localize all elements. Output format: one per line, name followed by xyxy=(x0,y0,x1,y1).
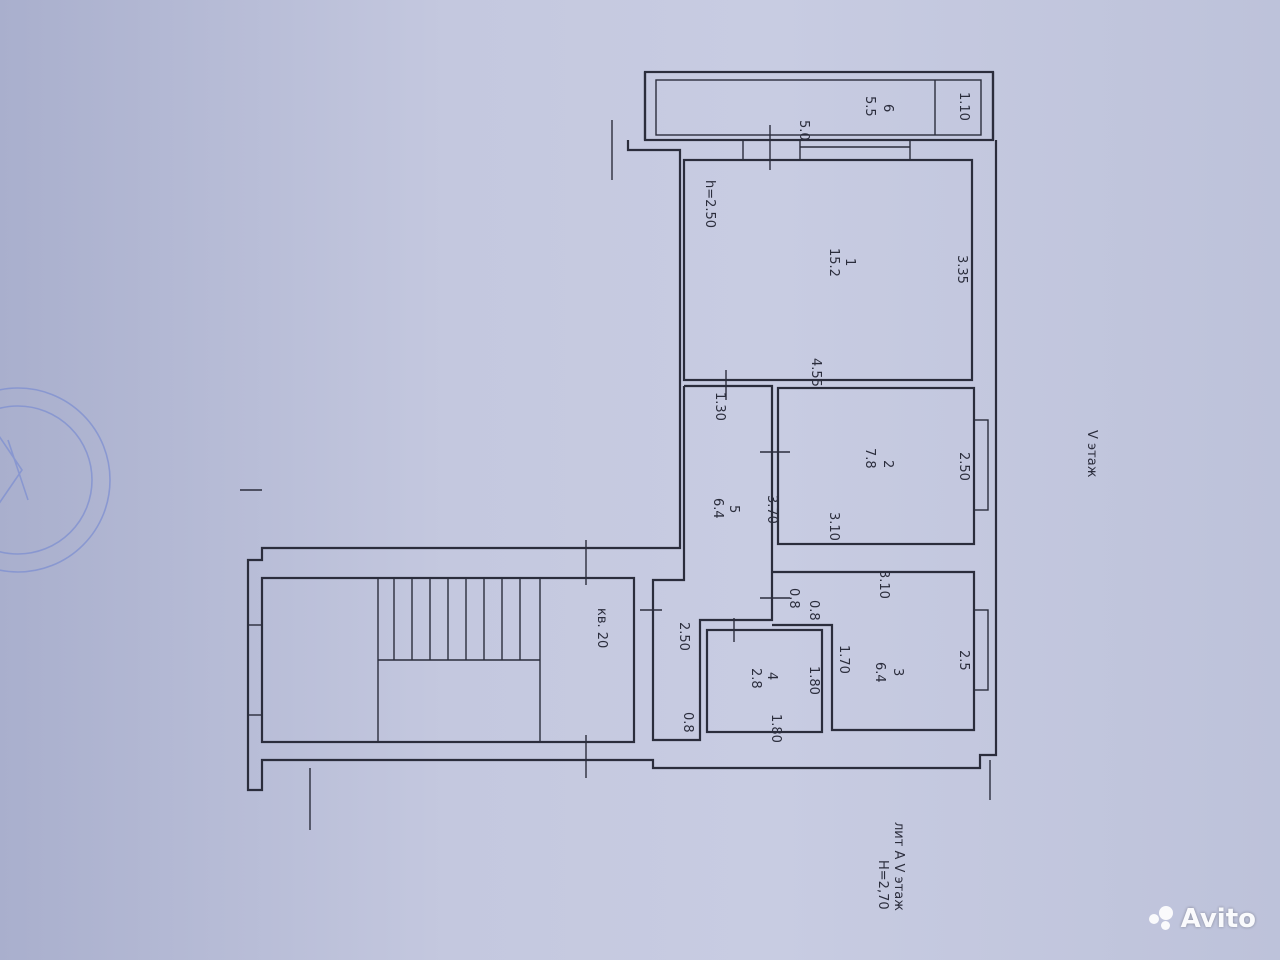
room-4-depth: 1.80 xyxy=(806,666,821,695)
room-5-number: 5 xyxy=(726,505,741,513)
niche-a: 0.8 xyxy=(786,588,801,609)
room-6-depth: 1.10 xyxy=(956,92,971,121)
room-1-area: 15.2 xyxy=(826,248,841,277)
room-6-length: 5.0 xyxy=(796,120,811,141)
room-5-corridor xyxy=(651,384,774,742)
staircase xyxy=(247,576,636,744)
avito-logo-icon xyxy=(1148,906,1175,932)
room-1-depth: 3.35 xyxy=(954,255,969,284)
room-2-width: 3.10 xyxy=(826,512,841,541)
room-3-inner: 1.70 xyxy=(836,645,851,674)
official-stamp xyxy=(0,387,111,573)
room-3 xyxy=(772,570,989,732)
room-1-number: 1 xyxy=(842,258,857,266)
room-4-width: 1.80 xyxy=(768,714,783,743)
room-5-length: 3.70 xyxy=(764,495,779,524)
room-6-number: 6 xyxy=(880,104,895,112)
room-5-door-width: 1.30 xyxy=(712,392,727,421)
room-1-height: h=2.50 xyxy=(702,180,717,228)
liter-line-1: лит А V этаж xyxy=(891,822,906,911)
room-3-width: 3.10 xyxy=(876,570,891,599)
room-3-number: 3 xyxy=(890,668,905,676)
room-6-balcony xyxy=(643,70,995,142)
apartment-label: кв. 20 xyxy=(594,608,609,648)
room-5-area: 6.4 xyxy=(710,498,725,519)
room-2 xyxy=(776,386,989,546)
room-2-depth: 2.50 xyxy=(956,452,971,481)
room-4-area: 2.8 xyxy=(748,668,763,689)
niche-b: 0.8 xyxy=(806,600,821,621)
niche-c: 0.8 xyxy=(680,712,695,733)
room-2-number: 2 xyxy=(880,460,895,468)
room-2-area: 7.8 xyxy=(862,448,877,469)
room-5-end: 2.50 xyxy=(676,622,691,651)
room-4 xyxy=(705,628,824,734)
room-3-depth: 2.5 xyxy=(956,650,971,671)
room-1-width: 4.55 xyxy=(808,358,823,387)
room-3-area: 6.4 xyxy=(872,662,887,683)
room-1 xyxy=(682,140,974,382)
floor-title: V этаж xyxy=(1084,430,1099,478)
room-4-number: 4 xyxy=(764,672,779,680)
liter-line-2: H=2,70 xyxy=(875,860,890,910)
room-6-area: 5.5 xyxy=(862,96,877,117)
avito-watermark: Avito xyxy=(1148,904,1256,934)
watermark-text: Avito xyxy=(1180,904,1256,934)
outer-walls xyxy=(246,72,998,792)
room-labels: V этаж лит А V этаж H=2,70 кв. 20 1 15.2… xyxy=(594,92,1099,911)
door-marks xyxy=(240,120,991,830)
